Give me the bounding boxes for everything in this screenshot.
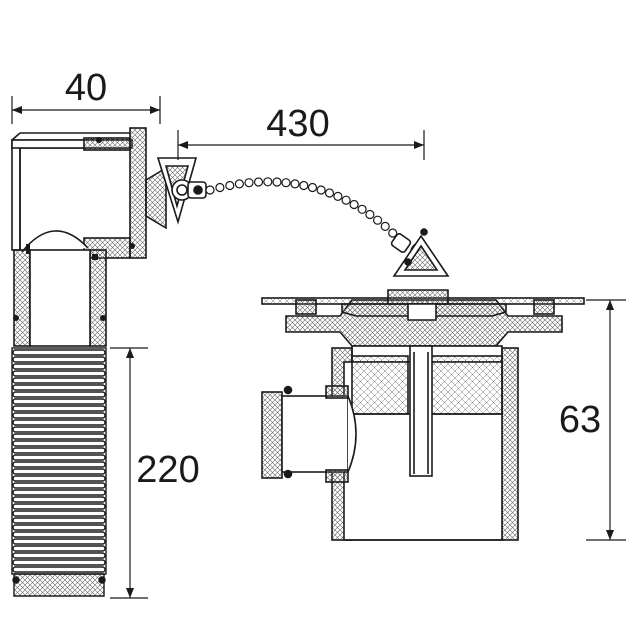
dimension-arrowheads (12, 106, 614, 598)
hose-rib (12, 426, 106, 433)
chain-ball (290, 179, 300, 189)
hose-end-cuff (13, 573, 105, 597)
hose-rib (12, 559, 106, 566)
chain-ball (253, 177, 264, 187)
chain-ball (316, 185, 326, 195)
hose-rib (12, 398, 106, 405)
hose-rib (12, 412, 106, 419)
waste-body (261, 289, 585, 541)
chain-ball (307, 182, 318, 193)
chain-ball (380, 221, 390, 231)
dimension-overflow-width: 40 (65, 67, 107, 109)
chain-ball (373, 215, 383, 225)
hose-seal-ring (98, 576, 106, 584)
chain-ball (388, 228, 398, 238)
chain-ball (324, 188, 335, 198)
chain-ball (205, 185, 215, 195)
chain-ball (234, 179, 244, 189)
flexible-hose (11, 347, 107, 597)
hose-rib (12, 510, 106, 517)
hose-rib (12, 566, 106, 573)
hose-rib (12, 517, 106, 524)
chain-ball (225, 180, 235, 191)
hose-rib (12, 531, 106, 538)
plug-chain-clip (390, 228, 450, 277)
hose-rib (12, 475, 106, 482)
hose-rib (12, 552, 106, 559)
chain-ball (349, 199, 359, 210)
chain-ball (263, 177, 273, 187)
hose-rib (12, 447, 106, 454)
chain-ball (281, 178, 291, 188)
hose-rib (12, 524, 106, 531)
hose-rib (12, 440, 106, 447)
hose-rib (12, 356, 106, 363)
hose-rib (12, 503, 106, 510)
hose-rib (12, 433, 106, 440)
hose-rib (12, 496, 106, 503)
dimension-chain-length: 430 (266, 103, 329, 145)
plug-chain (205, 177, 405, 245)
hose-rib (12, 489, 106, 496)
hose-rib (12, 454, 106, 461)
chain-ball (215, 182, 225, 193)
hose-rib (12, 391, 106, 398)
dimension-lines (11, 96, 626, 599)
overflow-elbow (11, 127, 147, 347)
dimension-hose-length: 220 (136, 449, 199, 491)
chain-ball (333, 191, 343, 201)
chain-ball (244, 178, 254, 188)
hose-rib (12, 468, 106, 475)
overflow-chain-anchor (145, 157, 207, 230)
hose-rib (12, 545, 106, 552)
hose-rib (12, 419, 106, 426)
hose-rib (12, 405, 106, 412)
hose-rib (12, 377, 106, 384)
chain-ball (365, 209, 375, 220)
chain-ball (299, 180, 309, 191)
hose-seal-ring (12, 576, 20, 584)
dimension-waste-height: 63 (559, 399, 601, 441)
hose-rib (12, 363, 106, 370)
hose-rib (12, 461, 106, 468)
chain-ball (272, 177, 282, 187)
hose-rib (12, 384, 106, 391)
chain-ball (341, 195, 351, 205)
hose-rib (12, 538, 106, 545)
hose-rib (12, 349, 106, 356)
hose-rib (12, 482, 106, 489)
hose-rib (12, 370, 106, 377)
chain-ball (357, 204, 367, 214)
